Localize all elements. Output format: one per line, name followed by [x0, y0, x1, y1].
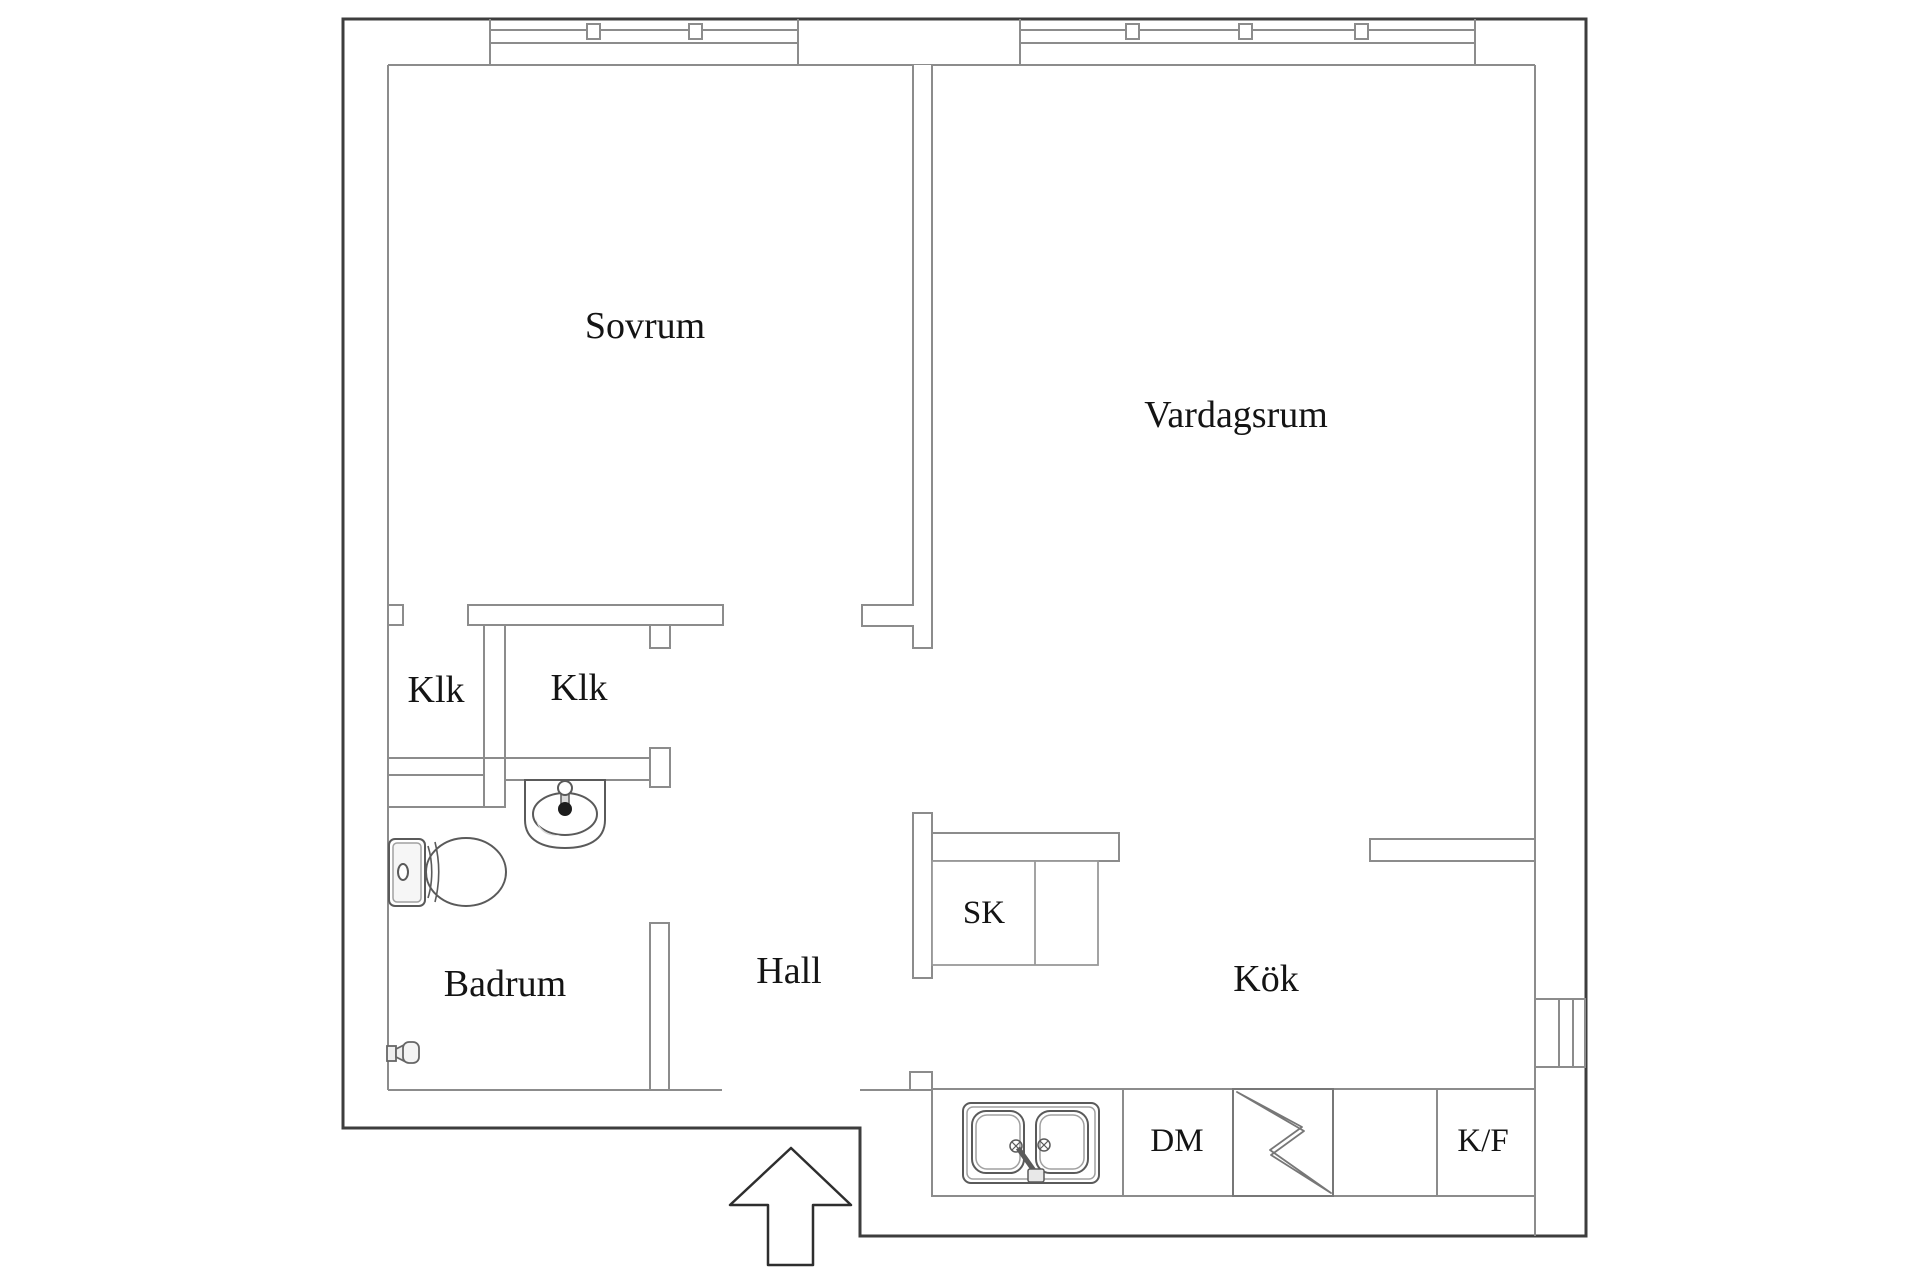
kitchen-sink-icon — [962, 1102, 1100, 1184]
room-label-sovrum: Sovrum — [585, 305, 705, 347]
entrance-arrow-icon — [728, 1146, 853, 1267]
outer-walls — [341, 17, 1588, 1238]
room-label-hall: Hall — [756, 950, 821, 992]
appliance-label-dm: DM — [1150, 1123, 1203, 1159]
radiator-niche-icon — [1534, 998, 1586, 1068]
room-label-klk-right: Klk — [551, 667, 608, 709]
closet-label-sk: SK — [963, 895, 1005, 931]
appliance-label-kf: K/F — [1457, 1123, 1508, 1159]
room-label-klk-left: Klk — [408, 669, 465, 711]
washbasin-icon — [524, 779, 606, 850]
inner-walls — [387, 64, 1536, 1236]
stove-lightning-icon — [1232, 1088, 1334, 1197]
room-label-badrum: Badrum — [444, 963, 566, 1005]
window-icon — [489, 19, 799, 65]
room-label-kok: Kök — [1233, 958, 1298, 1000]
bath-tap-icon — [386, 1041, 420, 1064]
toilet-icon — [388, 837, 507, 907]
window-icon — [1019, 19, 1476, 65]
room-label-vardagsrum: Vardagsrum — [1144, 394, 1328, 436]
sk-closet — [931, 860, 1099, 966]
